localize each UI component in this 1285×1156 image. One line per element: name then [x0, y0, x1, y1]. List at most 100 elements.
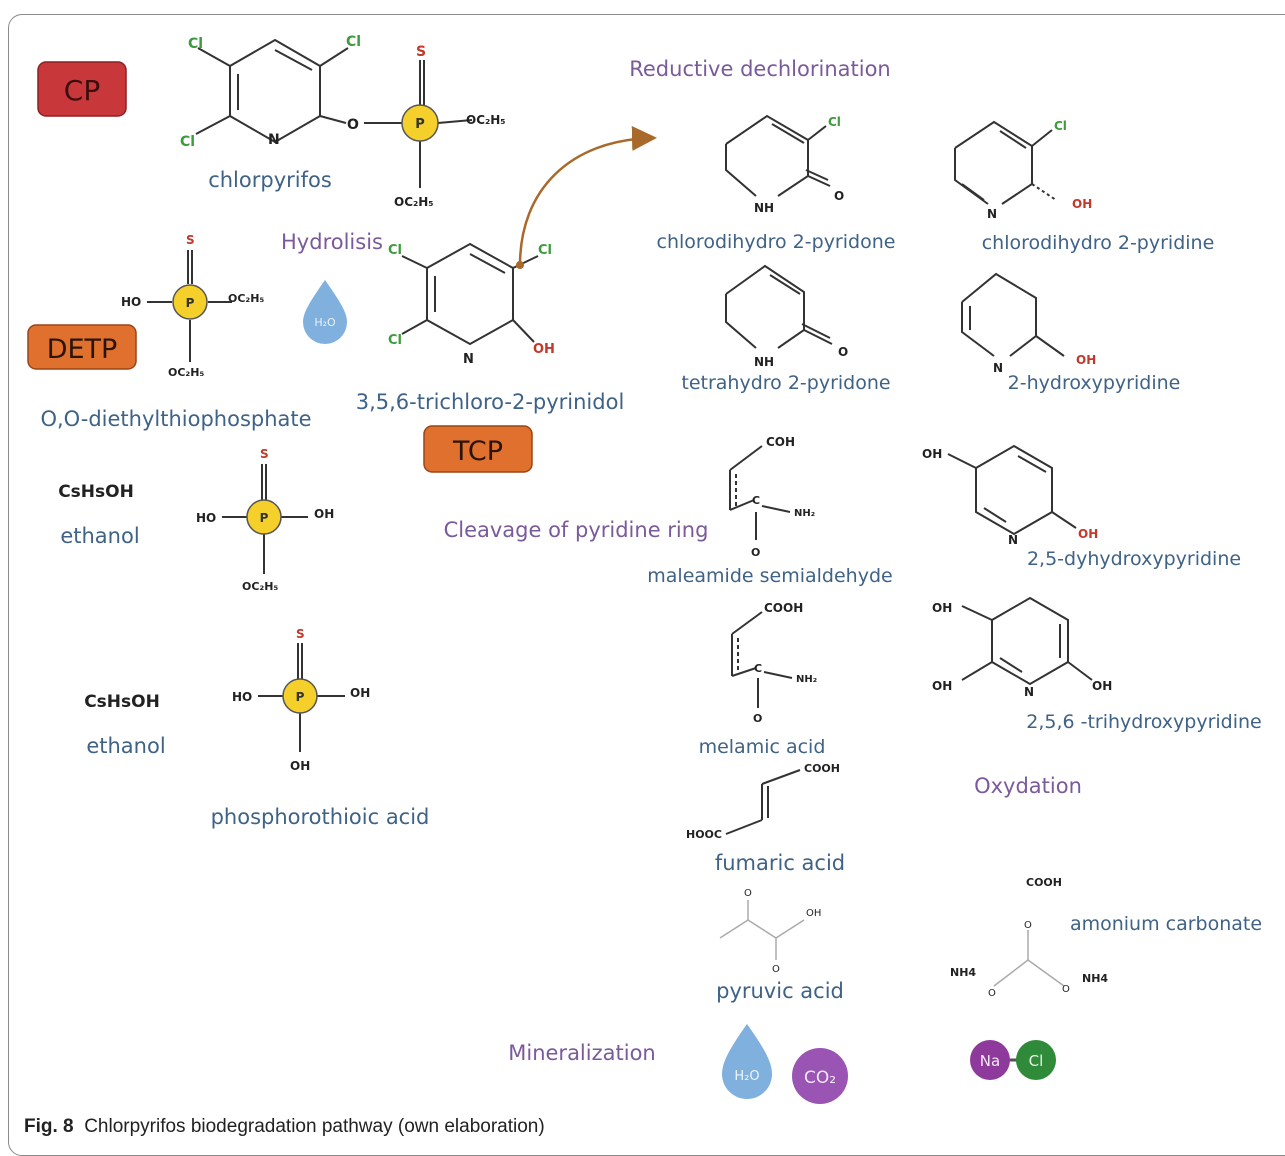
p-label: P	[260, 511, 269, 525]
amonium-carbonate-structure	[993, 930, 1065, 987]
cl-atom: Cl	[538, 243, 552, 258]
tetrahydro-pyridone-structure	[725, 264, 833, 349]
hydroxypyridine-structure	[961, 272, 1065, 357]
maleamide-semialdehyde-structure	[729, 445, 791, 540]
p-label: P	[415, 117, 425, 132]
n-atom: N	[987, 207, 997, 221]
oh-group: OH	[350, 686, 370, 700]
nh4-group: NH4	[950, 966, 976, 979]
tcp-badge-label: TCP	[452, 436, 503, 467]
melamic-acid-label: melamic acid	[699, 736, 826, 758]
figure-caption: Fig. 8 Chlorpyrifos biodegradation pathw…	[24, 1116, 545, 1138]
sodium-chloride-icon: Na Cl	[970, 1040, 1056, 1080]
chlorodihydro-pyridine-structure	[954, 120, 1057, 205]
hydroxypyridine-label: 2-hydroxypyridine	[1008, 372, 1181, 394]
tcp-badge: TCP	[423, 425, 533, 473]
o-atom: O	[834, 189, 844, 203]
pathway-diagram: CP Cl Cl Cl N O S P OC₂H₅ OC₂H₅ chlorpyr…	[27, 34, 1262, 1104]
water-drop-icon: H₂O	[303, 280, 347, 344]
tetrahydro-pyridone-label: tetrahydro 2-pyridone	[681, 372, 890, 394]
oc2h5-group: OC₂H₅	[228, 292, 264, 305]
arrow-origin-dot	[516, 261, 524, 269]
cl-atom: Cl	[388, 243, 402, 258]
oh-group: OH	[806, 908, 821, 919]
tcp-structure	[401, 242, 539, 346]
oh-group: OH	[290, 759, 310, 773]
oh-group: OH	[533, 342, 555, 357]
water-drop-icon: H₂O	[722, 1024, 772, 1099]
detp-badge: DETP	[27, 324, 137, 370]
ethanol-label: ethanol	[86, 734, 165, 758]
reductive-dechlorination-label: Reductive dechlorination	[629, 57, 891, 81]
cooh-group: COOH	[1026, 876, 1062, 889]
trihydroxypyridine-label: 2,5,6 -trihydroxypyridine	[1026, 711, 1262, 733]
chlorpyrifos-structure	[195, 38, 473, 188]
n-atom: N	[993, 361, 1003, 375]
n-atom: N	[1008, 533, 1018, 547]
p-label: P	[186, 296, 195, 310]
n-atom: N	[1024, 685, 1034, 699]
pyruvic-acid-label: pyruvic acid	[716, 979, 844, 1003]
oh-group: OH	[932, 679, 952, 693]
cl-atom: Cl	[346, 34, 361, 50]
amonium-carbonate-label: amonium carbonate	[1070, 913, 1262, 935]
o-atom: O	[744, 888, 752, 899]
o-atom: O	[988, 988, 996, 999]
o-atom: O	[1024, 920, 1032, 931]
oc2h5-group: OC₂H₅	[466, 113, 506, 127]
chlorodihydro-pyridone-structure	[725, 114, 831, 197]
trihydroxypyridine-structure	[961, 596, 1093, 686]
n-atom: N	[463, 352, 474, 367]
cl-atom: Cl	[828, 115, 841, 129]
cl-atom: Cl	[188, 36, 203, 52]
figure-caption-text: Chlorpyrifos biodegradation pathway (own…	[84, 1116, 545, 1137]
oc2h5-group: OC₂H₅	[168, 366, 204, 379]
cleavage-label: Cleavage of pyridine ring	[444, 518, 709, 542]
o-atom: O	[772, 964, 780, 975]
phosphorothioic-acid-label: phosphorothioic acid	[211, 805, 430, 829]
nh4-group: NH4	[1082, 972, 1108, 985]
chlorpyrifos-label: chlorpyrifos	[208, 168, 332, 192]
phosphorus-atom	[172, 284, 208, 320]
oxydation-label: Oxydation	[974, 774, 1082, 798]
oh-group: OH	[1092, 679, 1112, 693]
chloride-ion	[1016, 1040, 1056, 1080]
oc2h5-group: OC₂H₅	[242, 580, 278, 593]
ethanol-formula: CsHsOH	[84, 692, 160, 712]
cooh-group: COOH	[804, 762, 840, 775]
pathway-arrow	[518, 126, 657, 266]
oh-group: OH	[932, 601, 952, 615]
chlorodihydro-pyridone-label: chlorodihydro 2-pyridone	[657, 231, 896, 253]
c-atom: C	[754, 662, 762, 675]
sodium-ion	[970, 1040, 1010, 1080]
nh-group: NH	[754, 355, 774, 369]
fumaric-acid-structure	[725, 769, 801, 835]
cl-atom: Cl	[388, 333, 402, 348]
mineralization-label: Mineralization	[508, 1041, 655, 1065]
cp-badge: CP	[37, 61, 127, 117]
ho-group: HO	[232, 690, 252, 704]
nh-group: NH	[754, 201, 774, 215]
s-atom: S	[416, 44, 426, 60]
ethanol-label: ethanol	[60, 524, 139, 548]
cl-atom: Cl	[1054, 119, 1067, 133]
p-label: P	[296, 690, 305, 704]
chlorodihydro-pyridine-label: chlorodihydro 2-pyridine	[982, 232, 1215, 254]
detp-badge-label: DETP	[47, 334, 118, 365]
oh-group: OH	[922, 447, 942, 461]
phosphorus-atom	[282, 678, 318, 714]
fumaric-acid-label: fumaric acid	[715, 851, 845, 875]
pyruvic-acid-structure	[719, 900, 805, 960]
maleamide-label: maleamide semialdehyde	[647, 565, 892, 587]
oh-group: OH	[1076, 353, 1096, 367]
co2-label: CO₂	[804, 1068, 836, 1088]
detp-name-label: O,O-diethylthiophosphate	[40, 407, 311, 431]
co2-molecule-icon: CO₂	[792, 1048, 848, 1104]
dihydroxypyridine-label: 2,5-dyhydroxypyridine	[1027, 548, 1241, 570]
oh-group: OH	[1072, 197, 1092, 211]
tcp-name-label: 3,5,6-trichloro-2-pyrinidol	[356, 390, 625, 414]
n-atom: N	[268, 132, 280, 148]
o-atom: O	[751, 546, 760, 559]
hydrolisis-label: Hydrolisis	[281, 230, 383, 254]
detp-structure	[147, 250, 232, 362]
